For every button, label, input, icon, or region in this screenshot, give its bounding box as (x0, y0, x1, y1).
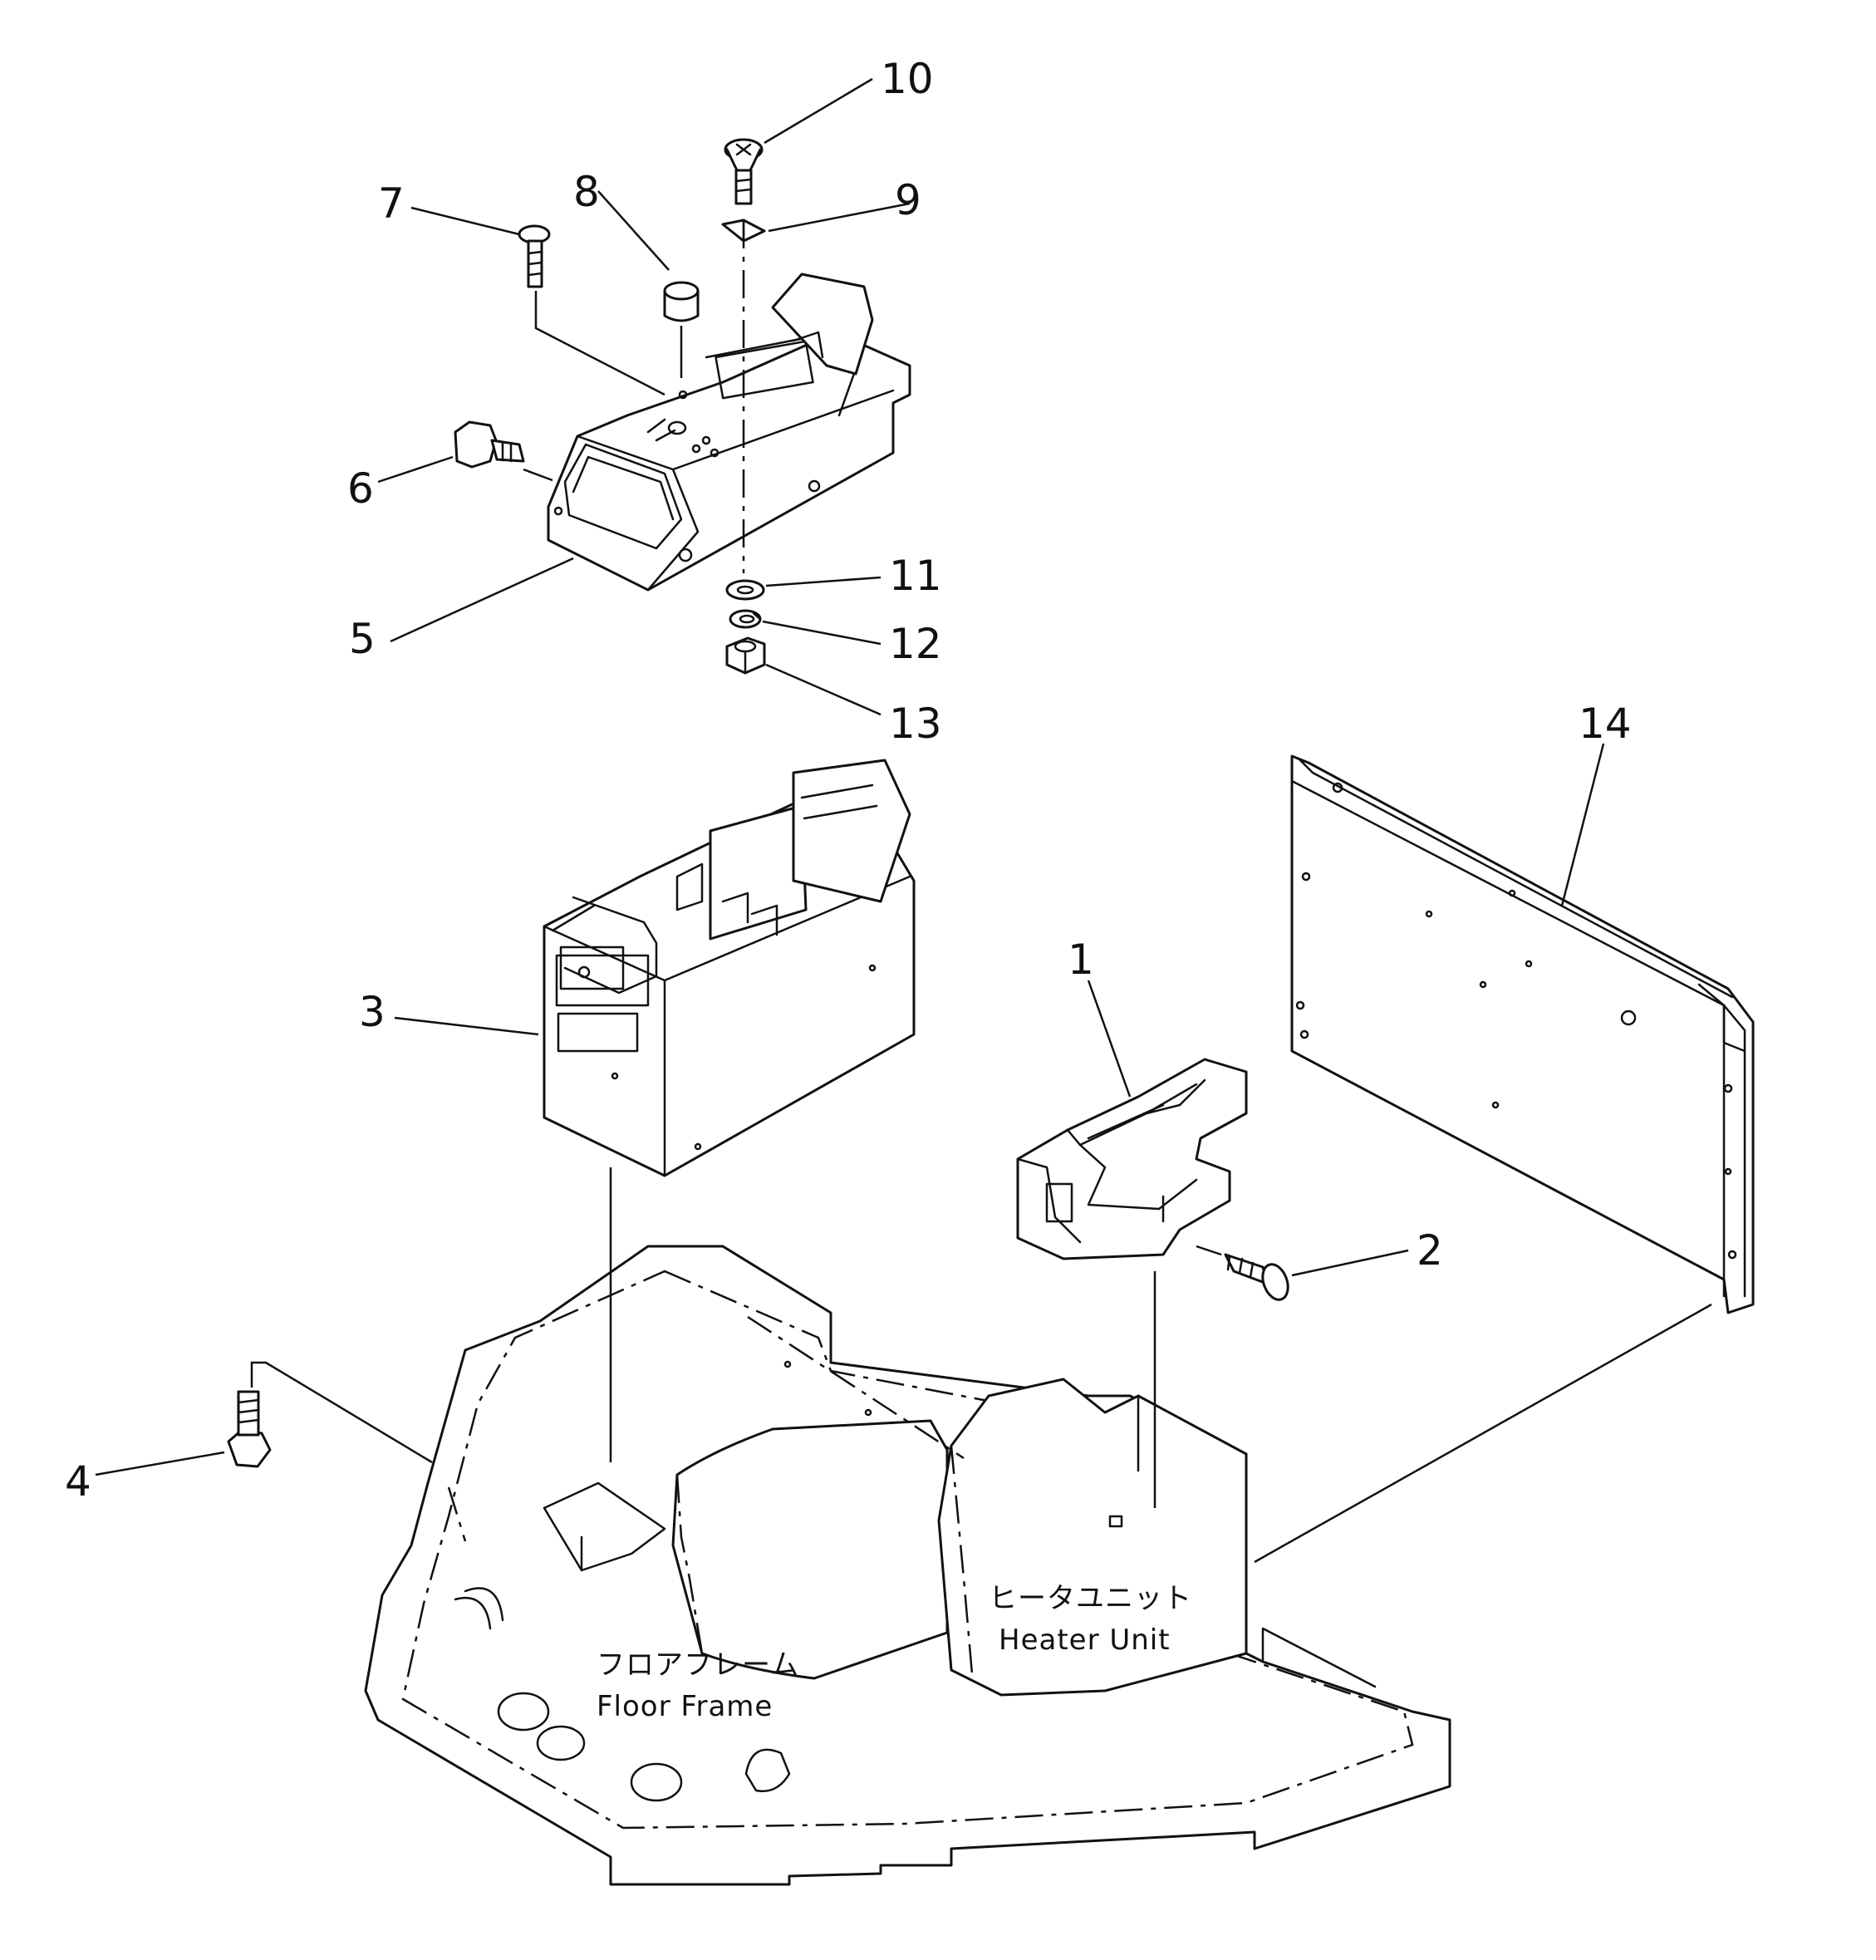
part-2-screw (1224, 1253, 1289, 1301)
part-1-duct (1016, 1058, 1248, 1260)
heater-unit-label-jp: ヒータユニット (989, 1582, 1192, 1615)
callout-11: 11 (889, 552, 942, 600)
callout-13: 13 (889, 700, 942, 748)
part-12-spring-washer (729, 609, 762, 629)
part-14-panel (1290, 754, 1755, 1314)
callout-9: 9 (895, 176, 921, 224)
callout-2: 2 (1417, 1226, 1443, 1275)
heater-unit-label-en: Heater Unit (999, 1624, 1171, 1657)
part-10-screw (724, 138, 764, 205)
callout-5: 5 (349, 615, 376, 663)
callout-14: 14 (1579, 700, 1632, 748)
floor-frame (364, 1245, 1451, 1886)
callout-8: 8 (573, 168, 600, 216)
part-13-nut (725, 636, 766, 675)
floor-frame-label-jp: フロアフレーム (597, 1648, 799, 1682)
floor-frame-label-en: Floor Frame (597, 1690, 773, 1723)
callout-1: 1 (1068, 936, 1094, 984)
callout-10: 10 (881, 55, 934, 103)
part-5-cover (547, 273, 911, 592)
callout-4: 4 (65, 1457, 91, 1506)
part-7-screw (518, 224, 665, 396)
callout-12: 12 (889, 620, 942, 668)
callout-numbers: 10 9 8 7 6 5 11 12 13 14 1 3 2 4 (65, 55, 1632, 1506)
callout-3: 3 (359, 988, 386, 1036)
part-6-bolt (454, 420, 553, 482)
part-4-bolt (227, 1361, 433, 1468)
part-11-washer (725, 579, 765, 601)
part-8-plug (663, 281, 700, 378)
callout-7: 7 (378, 179, 405, 228)
area-labels: ヒータユニット Heater Unit フロアフレーム Floor Frame (597, 1582, 1192, 1723)
callout-6: 6 (347, 464, 374, 513)
part-3-box (543, 759, 916, 1177)
